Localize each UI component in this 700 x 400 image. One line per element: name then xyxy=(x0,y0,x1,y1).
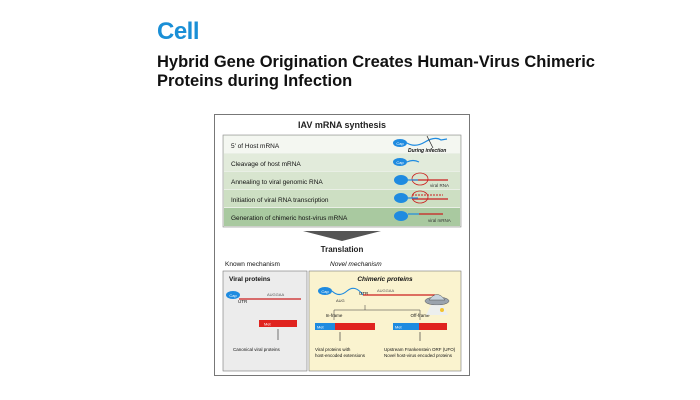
svg-text:AUGGAA: AUGGAA xyxy=(267,292,284,297)
svg-text:viral mRNA: viral mRNA xyxy=(428,218,451,223)
svg-text:Off-frame: Off-frame xyxy=(411,313,430,318)
viral-mrna-diagram: Cap UTR AUGGAA Met Canonical viral prote… xyxy=(226,291,301,352)
journal-logo: Cell xyxy=(157,18,200,45)
svg-text:Cap: Cap xyxy=(229,293,237,298)
translation-arrow xyxy=(303,231,381,241)
step-label: Initiation of viral RNA transcription xyxy=(231,197,329,204)
graphical-abstract-figure: IAV mRNA synthesis 5' of Host mRNA Cleav… xyxy=(222,120,462,372)
article-title: Hybrid Gene Origination Creates Human-Vi… xyxy=(157,53,595,90)
svg-text:Cap: Cap xyxy=(396,141,404,146)
upfo-text: Novel host-virus encoded proteins xyxy=(384,353,453,358)
svg-text:Met: Met xyxy=(264,322,272,327)
chimeric-mrna-diagram: Cap AUG UTR AUGGAA In-frame Off-frame xyxy=(318,287,435,320)
translation-label: Translation xyxy=(321,245,364,254)
svg-text:Cap: Cap xyxy=(321,289,329,294)
svg-text:UTR: UTR xyxy=(238,299,248,304)
step-label: Cleavage of host mRNA xyxy=(231,161,301,168)
ufo-icon xyxy=(424,294,450,315)
svg-text:AUGGAA: AUGGAA xyxy=(377,288,394,293)
annealing-illustration: viral RNA xyxy=(394,172,449,188)
step-label: 5' of Host mRNA xyxy=(231,143,280,150)
svg-text:During infection: During infection xyxy=(408,148,446,154)
chimeric-mrna-illustration: viral mRNA xyxy=(394,211,451,223)
novel-mechanism-label: Novel mechanism xyxy=(330,261,382,268)
viral-ext-text: Viral proteins with xyxy=(315,347,351,352)
viral-ext-text: host-encoded extensions xyxy=(315,353,366,358)
svg-text:viral RNA: viral RNA xyxy=(430,183,449,188)
svg-text:In-frame: In-frame xyxy=(326,313,343,318)
cleavage-illustration: Cap xyxy=(393,158,420,166)
canonical-proteins-text: Canonical viral proteins xyxy=(233,347,281,352)
svg-text:Met: Met xyxy=(317,325,325,330)
host-mrna-illustration: Cap During infection xyxy=(393,135,448,154)
svg-text:Met: Met xyxy=(395,325,403,330)
step-label: Annealing to viral genomic RNA xyxy=(231,179,323,186)
svg-text:Cap: Cap xyxy=(396,160,404,165)
synthesis-heading: IAV mRNA synthesis xyxy=(298,120,386,130)
chimeric-proteins-title: Chimeric proteins xyxy=(357,276,413,283)
transcription-illustration xyxy=(394,190,448,204)
chimeric-proteins-panel xyxy=(308,270,462,372)
viral-proteins-title: Viral proteins xyxy=(229,276,271,283)
in-frame-protein: Met Viral proteins with host-encoded ext… xyxy=(315,323,375,358)
upfo-text: Upstream Frankenstein ORF (UFO) xyxy=(384,347,456,352)
graphical-abstract: IAV mRNA synthesis 5' of Host mRNA Cleav… xyxy=(214,114,470,376)
known-mechanism-label: Known mechanism xyxy=(225,261,280,268)
canonical-protein-bar xyxy=(259,320,297,327)
svg-text:UTR: UTR xyxy=(359,291,369,296)
step-label: Generation of chimeric host-virus mRNA xyxy=(231,215,348,222)
off-frame-protein: Met Upstream Frankenstein ORF (UFO) Nove… xyxy=(384,323,456,358)
svg-text:AUG: AUG xyxy=(336,298,345,303)
